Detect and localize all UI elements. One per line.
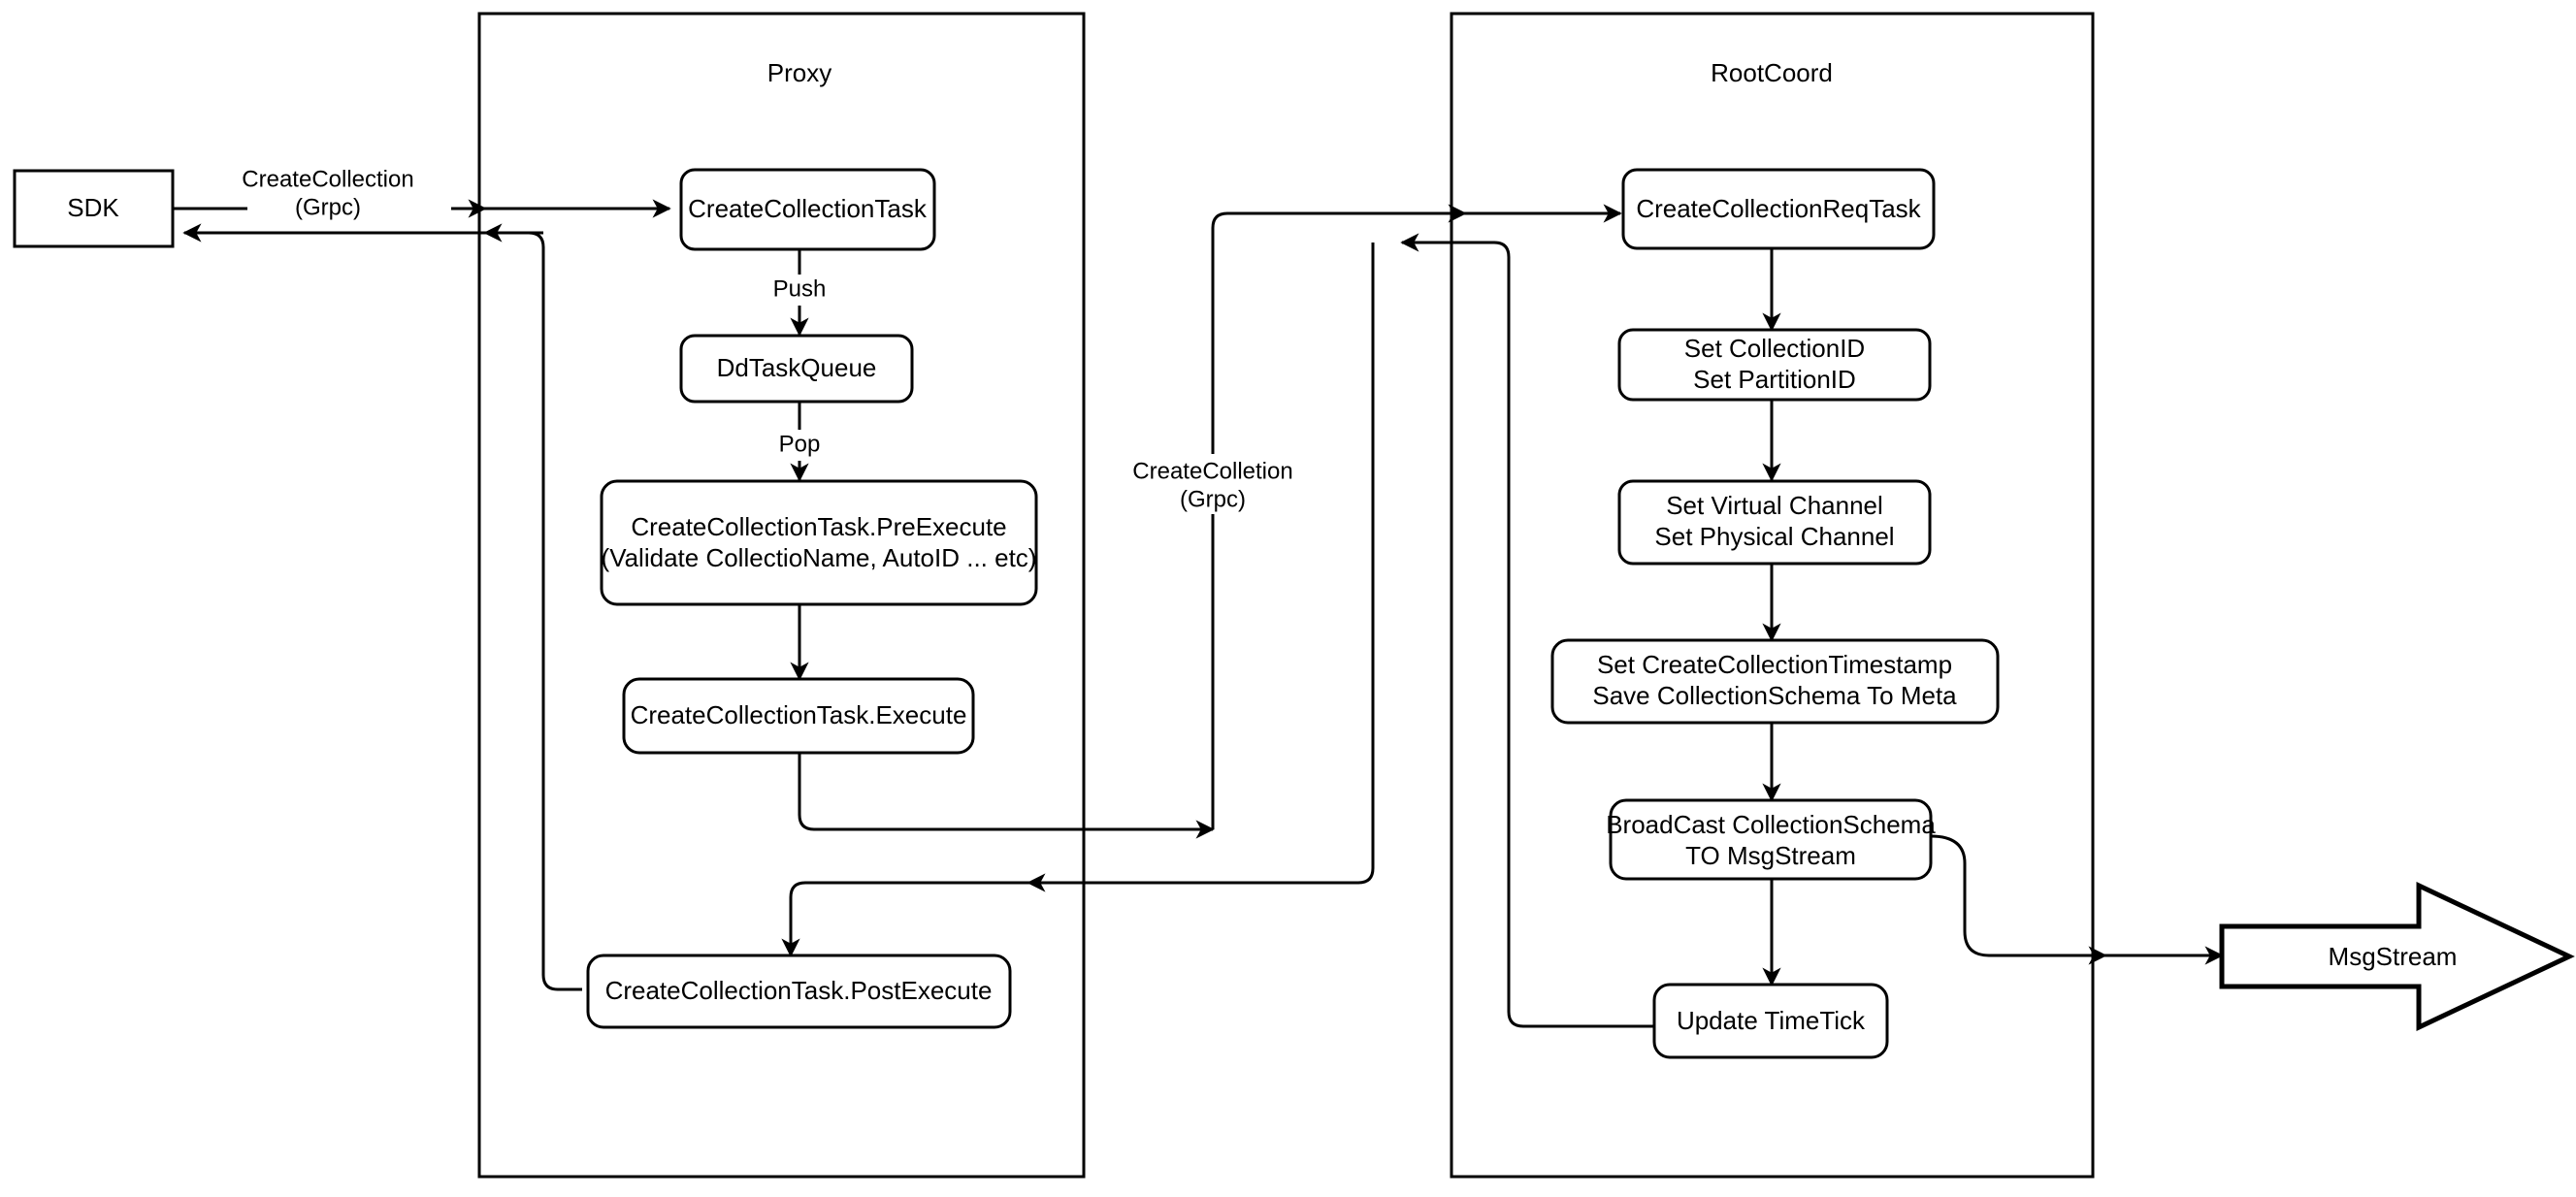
edge-broadcast-to-msgstream [1930,834,2224,965]
sdk-label: SDK [67,193,119,222]
update-timetick-box[interactable] [1652,983,1889,1059]
create-collection-req-task-box[interactable] [1621,168,1936,250]
dd-task-queue-label: DdTaskQueue [717,353,877,382]
broadcast-box[interactable] [1609,798,1933,881]
pre-execute-label-line2: (Validate CollectioName, AutoID ... etc) [602,543,1037,572]
node-sdk[interactable]: SDK [13,169,175,248]
push-label: Push [773,275,827,302]
proxy-title: Proxy [767,58,831,87]
rootcoord-title: RootCoord [1711,58,1833,87]
node-set-channels[interactable]: Set Virtual Channel Set Physical Channel [1617,479,1932,566]
set-channels-label-line2: Set Physical Channel [1654,522,1894,551]
rootcoord-grpc-label-line2: (Grpc) [1180,486,1246,512]
edge-label-sdk-to-proxy: CreateCollection (Grpc) [242,165,451,223]
set-channels-box[interactable] [1617,479,1932,566]
post-execute-label: CreateCollectionTask.PostExecute [605,976,993,1005]
edge-rootcoord-return-to-proxy [805,243,1375,885]
dd-task-queue-box[interactable] [679,334,914,404]
node-update-timetick[interactable]: Update TimeTick [1652,983,1889,1059]
execute-box[interactable] [622,677,975,755]
node-execute[interactable]: CreateCollectionTask.Execute [622,677,975,755]
node-dd-task-queue[interactable]: DdTaskQueue [679,334,914,404]
set-channels-label-line1: Set Virtual Channel [1666,491,1883,520]
edge-timetick-to-rootcoord-exit [1400,233,1654,1028]
save-meta-label-line2: Save CollectionSchema To Meta [1592,681,1957,710]
msgstream-label: MsgStream [2329,942,2458,971]
pre-execute-box[interactable] [600,479,1038,606]
node-save-meta[interactable]: Set CreateCollectionTimestamp Save Colle… [1550,638,2000,725]
rootcoord-grpc-label-line1: CreateColletion [1132,458,1292,484]
post-execute-box[interactable] [586,954,1012,1029]
node-set-ids[interactable]: Set CollectionID Set PartitionID [1617,328,1932,402]
create-collection-req-task-label: CreateCollectionReqTask [1636,194,1921,223]
msgstream-arrow-shape[interactable] [2219,882,2575,1031]
edge-execute-to-rootcoord-seg1 [798,752,1213,831]
pop-label: Pop [779,431,821,457]
create-collection-task-label: CreateCollectionTask [688,194,928,223]
save-meta-box[interactable] [1550,638,2000,725]
edge-grpc-up-to-rootcoord [1211,204,1467,829]
set-ids-label-line2: Set PartitionID [1693,365,1856,394]
edge-label-pop: Pop [766,430,834,461]
sdk-box[interactable] [13,169,175,248]
node-create-collection-req-task[interactable]: CreateCollectionReqTask [1621,168,1936,250]
set-ids-label-line1: Set CollectionID [1684,334,1865,363]
edge-label-proxy-to-rootcoord: CreateColletion (Grpc) [1121,454,1305,514]
edge-label-bg-4 [1121,454,1305,514]
edge-label-bg-2 [762,275,839,306]
node-create-collection-task[interactable]: CreateCollectionTask [679,168,936,251]
save-meta-label-line1: Set CreateCollectionTimestamp [1597,650,1952,679]
update-timetick-label: Update TimeTick [1677,1006,1866,1035]
execute-label: CreateCollectionTask.Execute [631,700,967,729]
sdk-grpc-label-line2: (Grpc) [295,194,361,220]
set-ids-box[interactable] [1617,328,1932,402]
broadcast-label-line2: TO MsgStream [1685,841,1856,870]
node-broadcast[interactable]: BroadCast CollectionSchema TO MsgStream [1606,798,1936,881]
node-post-execute[interactable]: CreateCollectionTask.PostExecute [586,954,1012,1029]
node-pre-execute[interactable]: CreateCollectionTask.PreExecute (Validat… [600,479,1038,606]
pre-execute-label-line1: CreateCollectionTask.PreExecute [631,512,1006,541]
create-collection-task-box[interactable] [679,168,936,251]
edge-label-push: Push [762,275,839,306]
node-msgstream[interactable]: MsgStream [2219,882,2575,1031]
broadcast-label-line1: BroadCast CollectionSchema [1606,810,1936,839]
sdk-grpc-label-line1: CreateCollection [242,166,413,192]
edge-label-bg-3 [766,430,834,461]
edge-label-bg-1 [247,165,451,223]
edge-return-into-post-execute [781,881,806,957]
